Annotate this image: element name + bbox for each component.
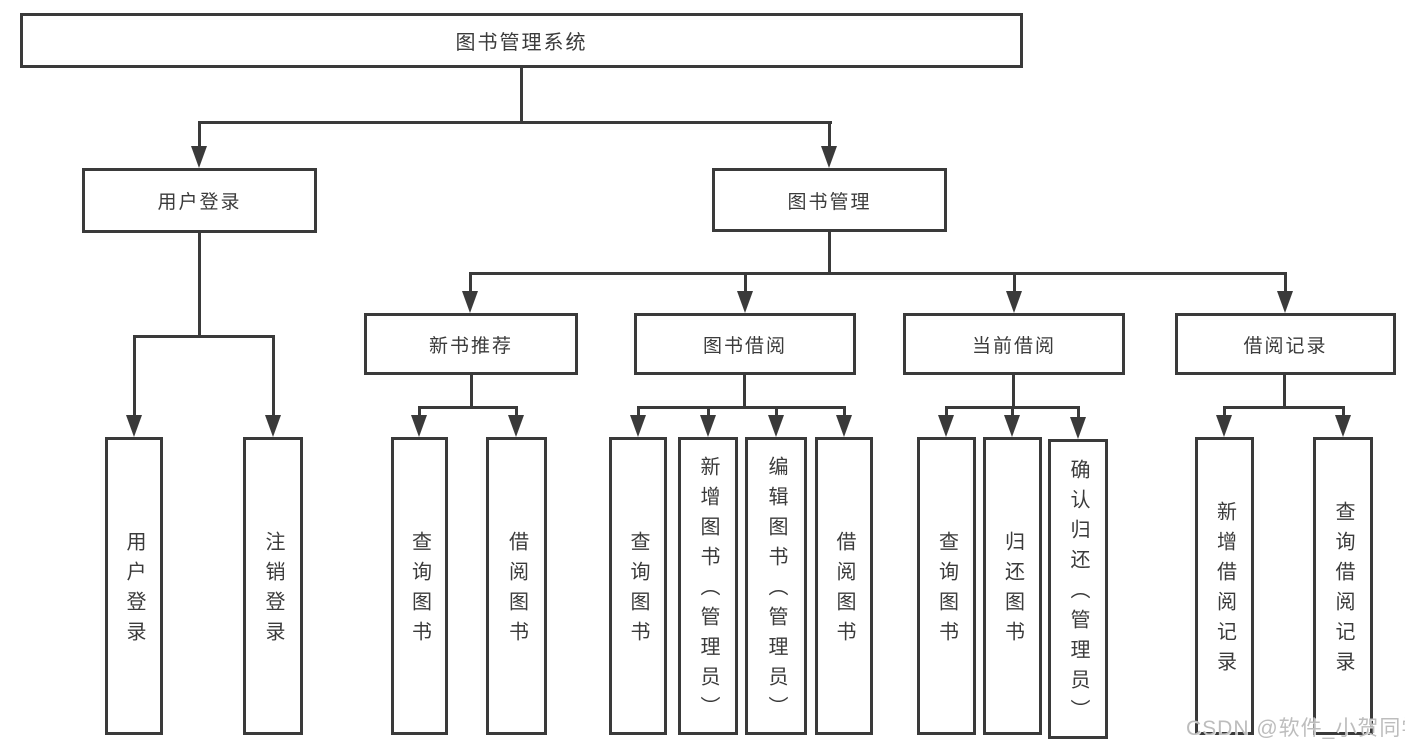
node-label: 当前借阅 [971,335,1056,357]
connector-line [198,233,201,335]
node-label: 新增图书（管理员） [697,456,719,726]
connector-line [469,272,472,293]
node-confirm-return-admin: 确认归还（管理员） [1048,439,1108,739]
arrowhead-down-icon [126,415,142,437]
connector-line [133,335,275,338]
node-new-book-recommendation: 新书推荐 [364,313,578,375]
node-label: 查询借阅记录 [1332,501,1354,681]
connector-line [1342,406,1345,417]
node-borrow-books-recommend: 借阅图书 [486,437,547,735]
connector-line [828,232,831,272]
node-label: 图书管理 [787,191,872,213]
node-user-login: 用户登录 [82,168,317,233]
connector-line [469,272,1286,275]
node-label: 确认归还（管理员） [1067,459,1089,729]
arrowhead-down-icon [462,291,478,313]
node-book-borrowing: 图书借阅 [634,313,856,375]
node-edit-books-admin: 编辑图书（管理员） [745,437,807,735]
connector-line [744,272,747,293]
arrowhead-down-icon [508,415,524,437]
node-borrowing-records: 借阅记录 [1175,313,1396,375]
node-query-books-borrowing: 查询图书 [609,437,667,735]
connector-line [133,335,136,417]
arrowhead-down-icon [1004,415,1020,437]
connector-line [945,406,948,417]
node-label: 借阅记录 [1243,335,1328,357]
arrowhead-down-icon [700,415,716,437]
node-return-books: 归还图书 [983,437,1042,735]
node-query-books-recommend: 查询图书 [391,437,448,735]
node-label: 查询图书 [935,531,958,651]
connector-line [843,406,846,417]
node-label: 新增借阅记录 [1213,501,1236,681]
connector-line [198,121,201,149]
arrowhead-down-icon [1277,291,1293,313]
node-book-management: 图书管理 [712,168,947,232]
connector-line [1223,406,1226,417]
arrowhead-down-icon [1006,291,1022,313]
arrowhead-down-icon [737,291,753,313]
arrowhead-down-icon [821,146,837,168]
arrowhead-down-icon [191,146,207,168]
arrowhead-down-icon [1335,415,1351,437]
connector-line [637,406,846,409]
node-logout-action: 注销登录 [243,437,303,735]
connector-line [707,406,710,417]
node-label: 归还图书 [1001,531,1024,651]
node-label: 图书借阅 [702,335,787,357]
node-query-books-current: 查询图书 [917,437,976,735]
csdn-watermark: CSDN @软件_小贺同学 [1186,717,1405,740]
connector-line [775,406,778,417]
connector-line [1011,406,1014,417]
arrowhead-down-icon [938,415,954,437]
node-current-borrowing: 当前借阅 [903,313,1125,375]
node-label: 图书管理系统 [455,32,588,54]
connector-line [828,121,831,149]
node-user-login-action: 用户登录 [105,437,163,735]
connector-line [1013,272,1016,293]
node-label: 注销登录 [262,531,284,651]
node-label: 借阅图书 [833,531,855,651]
connector-line [1012,375,1015,406]
arrowhead-down-icon [1216,415,1232,437]
node-label: 用户登录 [157,192,242,213]
arrowhead-down-icon [836,415,852,437]
arrowhead-down-icon [411,415,427,437]
node-label: 编辑图书（管理员） [765,456,787,726]
node-add-books-admin: 新增图书（管理员） [678,437,738,735]
node-label: 查询图书 [408,531,431,651]
connector-line [1283,375,1286,406]
node-add-borrow-record: 新增借阅记录 [1195,437,1254,735]
node-library-system: 图书管理系统 [20,13,1023,68]
connector-line [272,335,275,417]
connector-line [1223,406,1345,409]
connector-line [470,375,473,406]
connector-line [418,406,421,417]
arrowhead-down-icon [630,415,646,437]
node-borrow-books-borrowing: 借阅图书 [815,437,873,735]
connector-line [520,68,523,121]
connector-line [1284,272,1287,293]
node-label: 借阅图书 [505,531,528,651]
node-label: 查询图书 [627,531,649,651]
node-query-borrow-record: 查询借阅记录 [1313,437,1373,735]
connector-line [198,121,832,124]
connector-line [515,406,518,417]
connector-line [743,375,746,406]
connector-line [418,406,518,409]
connector-line [1077,406,1080,419]
arrowhead-down-icon [1070,417,1086,439]
node-label: 用户登录 [123,531,145,651]
arrowhead-down-icon [768,415,784,437]
connector-line [637,406,640,417]
arrowhead-down-icon [265,415,281,437]
node-label: 新书推荐 [428,335,513,357]
